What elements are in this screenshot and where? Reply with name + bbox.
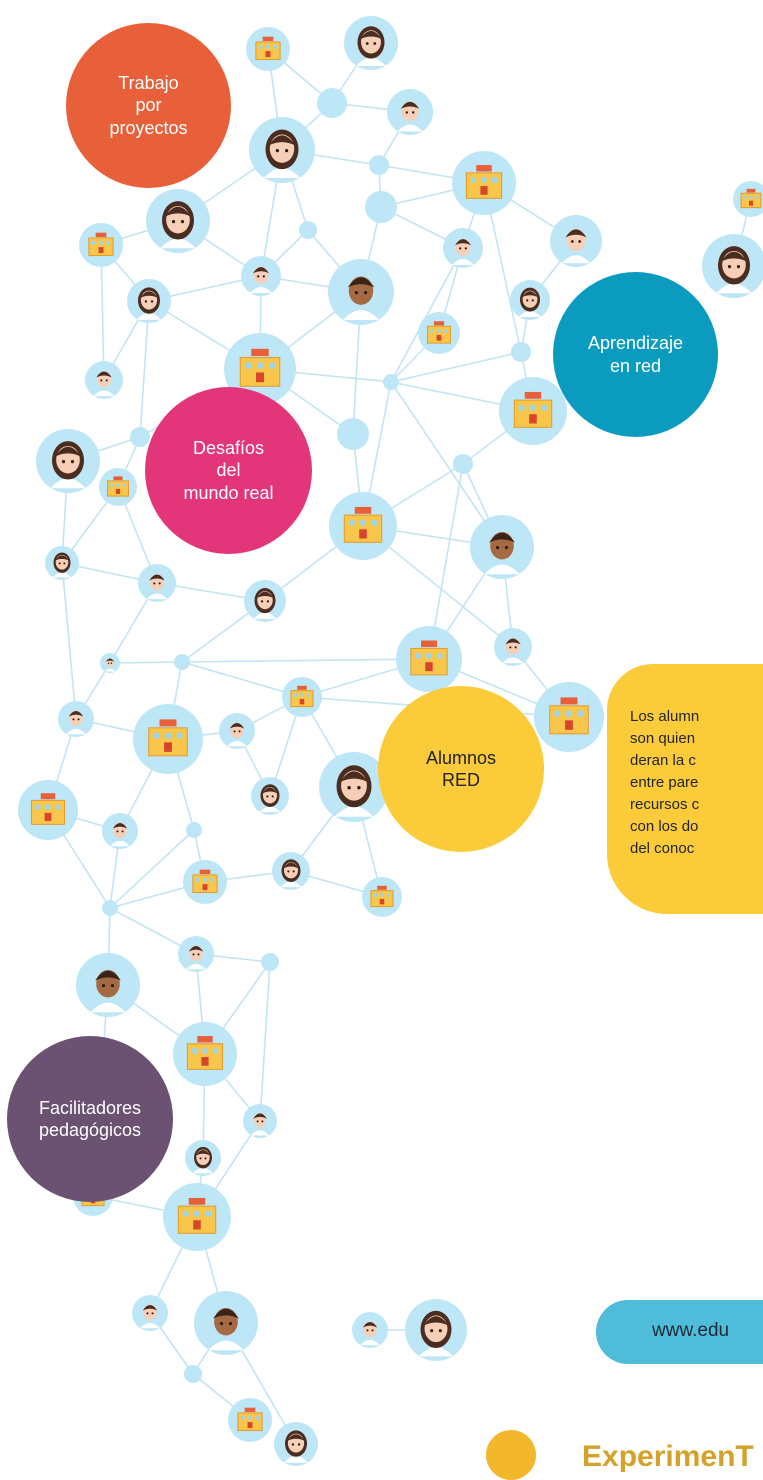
hub-aprendizaje-en-red: Aprendizaje en red: [553, 272, 718, 437]
callout-line: deran la c: [630, 752, 696, 769]
junction-node: [511, 342, 531, 362]
junction-node: [317, 88, 347, 118]
student-avatar-icon: [387, 89, 433, 135]
student-avatar-icon: [405, 1299, 467, 1361]
student-avatar-icon: [244, 580, 286, 622]
student-avatar-icon: [328, 259, 394, 325]
student-avatar-icon: [344, 16, 398, 70]
school-icon: [452, 151, 516, 215]
callout-line: con los do: [630, 818, 699, 835]
junction-node: [337, 418, 369, 450]
connection-line: [139, 300, 150, 438]
school-icon: [282, 677, 322, 717]
connection-line: [109, 829, 195, 909]
school-icon: [534, 682, 604, 752]
hub-alumnos-red: Alumnos RED: [378, 686, 544, 852]
junction-node: [130, 427, 150, 447]
student-avatar-icon: [494, 628, 532, 666]
student-avatar-icon: [185, 1140, 221, 1176]
network-nodes: [18, 16, 763, 1466]
connection-line: [61, 562, 77, 720]
student-avatar-icon: [45, 546, 79, 580]
hub-desafios-del-mundo-real: Desafíos del mundo real: [145, 387, 312, 554]
connection-line: [181, 658, 430, 663]
student-avatar-icon: [102, 813, 138, 849]
student-avatar-icon: [241, 256, 281, 296]
student-avatar-icon: [178, 936, 214, 972]
school-icon: [18, 780, 78, 840]
student-avatar-icon: [58, 701, 94, 737]
brand-name: ExperimenT: [582, 1440, 754, 1473]
student-avatar-icon: [510, 280, 550, 320]
student-avatar-icon: [146, 189, 210, 253]
junction-node: [261, 953, 279, 971]
callout-line: Los alumn: [630, 708, 700, 725]
school-icon: [228, 1398, 272, 1442]
school-icon: [733, 181, 763, 217]
student-avatar-icon: [100, 653, 120, 673]
connection-line: [390, 351, 522, 383]
student-avatar-icon: [274, 1422, 318, 1466]
callout-line: recursos c: [630, 796, 700, 813]
school-icon: [173, 1022, 237, 1086]
student-avatar-icon: [85, 361, 123, 399]
connection-line: [259, 961, 271, 1122]
school-icon: [99, 468, 137, 506]
hub-trabajo-por-proyectos: Trabajo por proyectos: [66, 23, 231, 188]
school-icon: [224, 333, 296, 405]
junction-node: [453, 454, 473, 474]
junction-node: [299, 221, 317, 239]
school-icon: [246, 27, 290, 71]
junction-node: [383, 374, 399, 390]
student-avatar-icon: [352, 1312, 388, 1348]
school-icon: [163, 1183, 231, 1251]
connection-line: [109, 661, 183, 664]
junction-node: [186, 822, 202, 838]
callout-line: entre pare: [630, 774, 699, 791]
description-callout: Los alumn son quien deran la c entre par…: [607, 664, 763, 914]
school-icon: [183, 860, 227, 904]
student-avatar-icon: [132, 1295, 168, 1331]
student-avatar-icon: [36, 429, 100, 493]
website-url[interactable]: www.edu: [596, 1300, 763, 1364]
junction-node: [184, 1365, 202, 1383]
brand-logo-icon: [486, 1430, 536, 1480]
school-icon: [133, 704, 203, 774]
callout-line: del conoc: [630, 840, 695, 857]
student-avatar-icon: [249, 117, 315, 183]
school-icon: [418, 312, 460, 354]
connection-line: [390, 247, 464, 383]
connection-line: [390, 381, 503, 548]
student-avatar-icon: [251, 777, 289, 815]
connection-line: [100, 244, 105, 381]
student-avatar-icon: [127, 279, 171, 323]
student-avatar-icon: [76, 953, 140, 1017]
junction-node: [365, 191, 397, 223]
callout-line: son quien: [630, 730, 696, 747]
junction-node: [369, 155, 389, 175]
student-avatar-icon: [319, 752, 389, 822]
student-avatar-icon: [272, 852, 310, 890]
connection-line: [181, 661, 303, 698]
student-avatar-icon: [470, 515, 534, 579]
student-avatar-icon: [138, 564, 176, 602]
hub-facilitadores-pedagogicos: Facilitadores pedagógicos: [7, 1036, 173, 1202]
junction-node: [174, 654, 190, 670]
school-icon: [329, 492, 397, 560]
school-icon: [79, 223, 123, 267]
school-icon: [499, 377, 567, 445]
student-avatar-icon: [702, 234, 763, 298]
student-avatar-icon: [219, 713, 255, 749]
student-avatar-icon: [243, 1104, 277, 1138]
junction-node: [102, 900, 118, 916]
school-icon: [362, 877, 402, 917]
student-avatar-icon: [443, 228, 483, 268]
student-avatar-icon: [550, 215, 602, 267]
student-avatar-icon: [194, 1291, 258, 1355]
school-icon: [396, 626, 462, 692]
